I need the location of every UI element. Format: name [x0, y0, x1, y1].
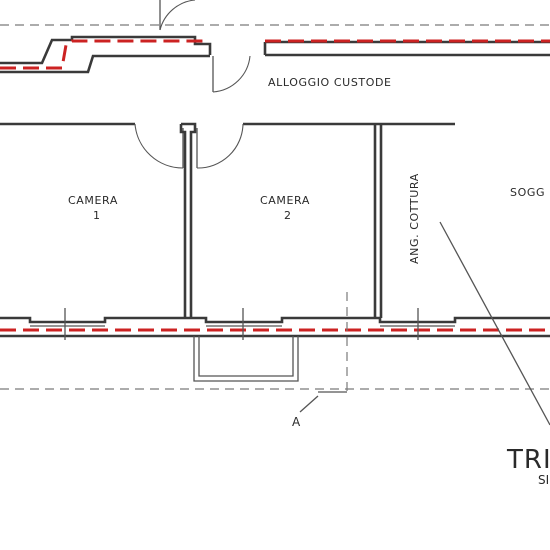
- top-wall-right: [263, 40, 550, 57]
- partition-camera-2-cottura: [373, 124, 383, 318]
- door-swing-alloggio: [212, 55, 251, 93]
- door-swing-camera-1: [134, 123, 184, 169]
- drawing-title-partial: TRI: [506, 445, 550, 475]
- room-label-camera-1-number: 1: [93, 209, 101, 222]
- balcony-outline: [193, 336, 299, 382]
- room-label-camera-1-name: CAMERA: [68, 194, 118, 207]
- door-swing-camera-2: [196, 123, 244, 169]
- room-label-camera-2-name: CAMERA: [260, 194, 310, 207]
- top-wall-inner: [0, 54, 210, 74]
- drawing-subtitle-partial: SI: [538, 473, 549, 487]
- top-wall-outer: [0, 35, 212, 65]
- room-label-ang-cottura: ANG. COTTURA: [408, 173, 421, 264]
- room-label-camera-2-number: 2: [284, 209, 292, 222]
- partition-camera-1-2: [179, 122, 197, 318]
- window-marks: [30, 308, 455, 340]
- section-marker-label: A: [292, 415, 301, 429]
- section-marker-arrow: [299, 395, 319, 413]
- leader-line: [439, 221, 550, 426]
- room-label-alloggio-custode: ALLOGGIO CUSTODE: [268, 76, 392, 89]
- room-label-soggiorno: SOGG: [510, 186, 545, 199]
- door-swing-top: [159, 0, 196, 31]
- rooms-bottom-wall: [0, 316, 550, 324]
